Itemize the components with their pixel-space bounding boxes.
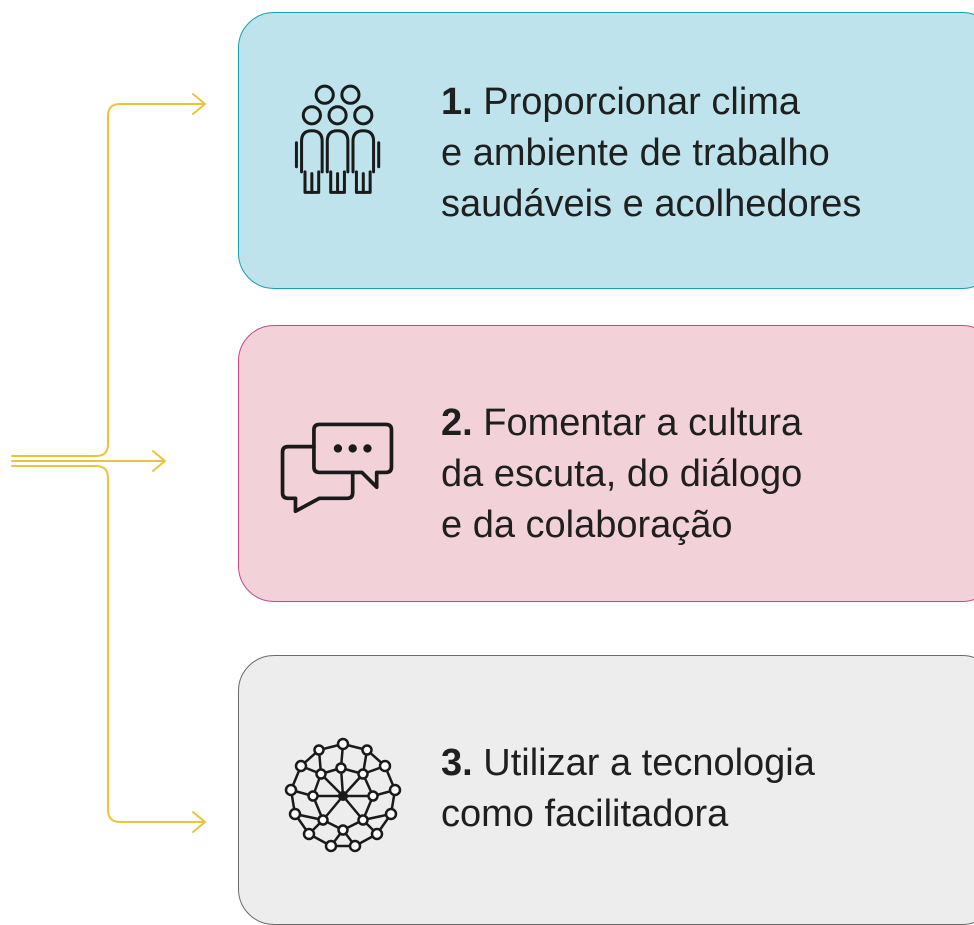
card-number: 2. bbox=[441, 402, 473, 444]
card-text-line: da escuta, do diálogo bbox=[441, 453, 803, 495]
network-sphere-icon bbox=[284, 737, 402, 853]
chat-bubbles-icon bbox=[280, 422, 394, 514]
card-text: 3. Utilizar a tecnologia como facilitado… bbox=[441, 738, 815, 840]
card-number: 3. bbox=[441, 742, 473, 784]
card-number: 1. bbox=[441, 81, 473, 123]
card-text-line: Fomentar a cultura bbox=[483, 402, 803, 444]
people-group-icon bbox=[294, 84, 381, 194]
card-climate: 1. Proporcionar clima e ambiente de trab… bbox=[238, 12, 974, 289]
card-text-line: como facilitadora bbox=[441, 793, 729, 835]
card-technology: 3. Utilizar a tecnologia como facilitado… bbox=[238, 655, 974, 925]
card-text-line: Utilizar a tecnologia bbox=[483, 742, 815, 784]
card-dialogue: 2. Fomentar a cultura da escuta, do diál… bbox=[238, 325, 974, 602]
card-text: 2. Fomentar a cultura da escuta, do diál… bbox=[441, 398, 802, 551]
card-text-line: e ambiente de trabalho bbox=[441, 132, 830, 174]
card-text-line: Proporcionar clima bbox=[483, 81, 801, 123]
card-text-line: e da colaboração bbox=[441, 504, 733, 546]
card-text-line: saudáveis e acolhedores bbox=[441, 183, 862, 225]
bracket-connector bbox=[11, 93, 206, 833]
card-text: 1. Proporcionar clima e ambiente de trab… bbox=[441, 77, 861, 230]
